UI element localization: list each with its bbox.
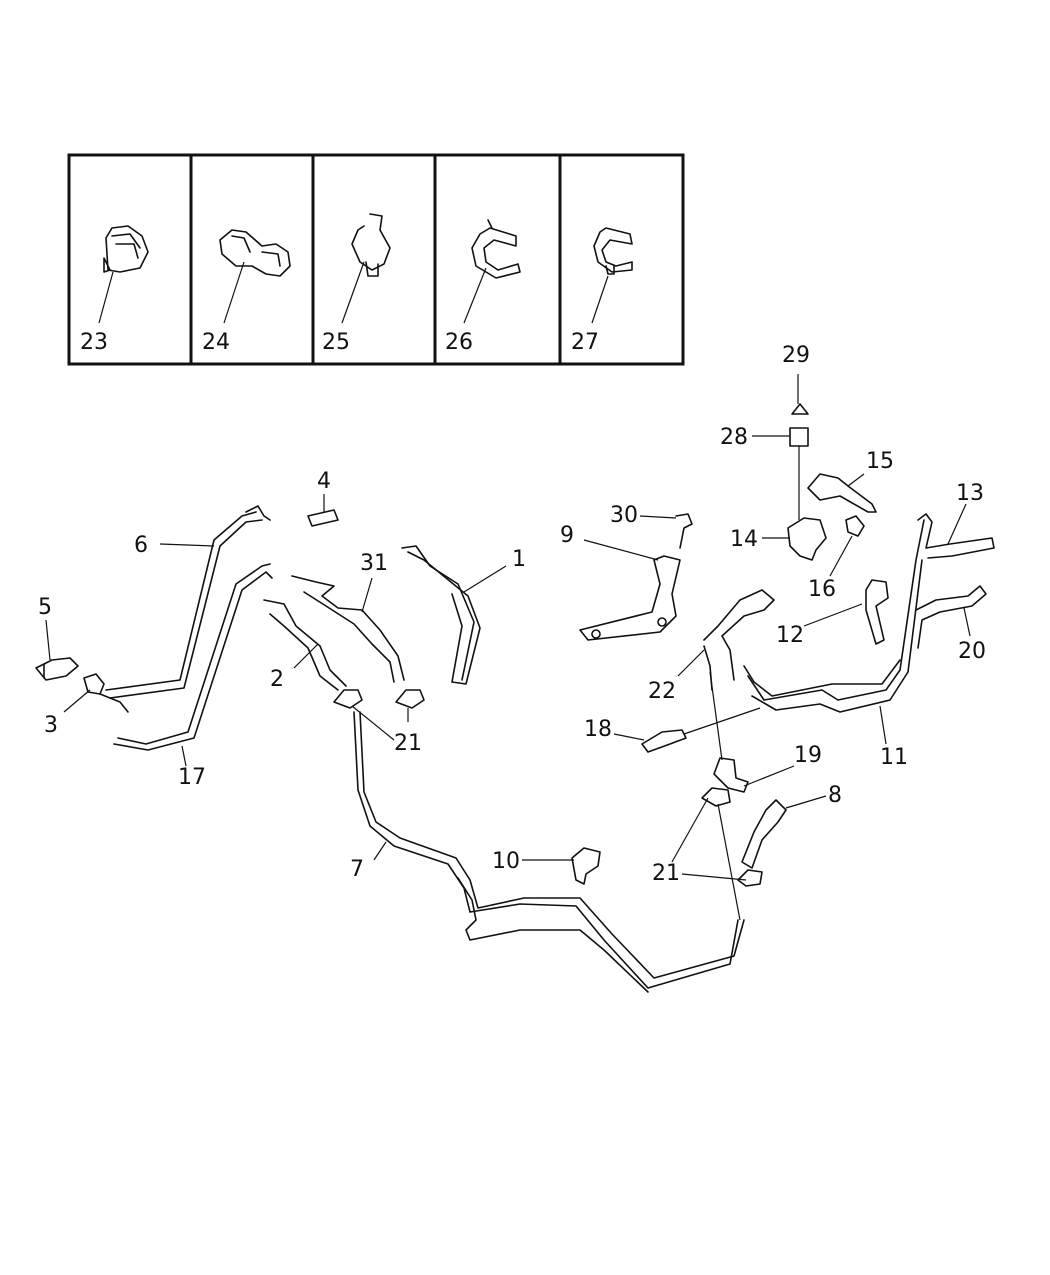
part-29-28-14-assembly xyxy=(787,403,827,561)
part-6-lines xyxy=(105,505,271,699)
part-1-hose xyxy=(401,545,481,685)
part-4-cap xyxy=(307,509,339,527)
part-3-fitting xyxy=(83,673,129,713)
part-30-bolt xyxy=(675,513,693,549)
part-11-lines xyxy=(743,519,925,713)
part-12-hose xyxy=(865,579,889,645)
label-25: 25 xyxy=(322,330,350,355)
callout-21-lower: 21 xyxy=(652,861,680,886)
part-20-hose xyxy=(915,585,987,649)
callout-22: 22 xyxy=(648,679,676,704)
part-19-hose xyxy=(709,671,749,793)
callout-10: 10 xyxy=(492,849,520,874)
clip-27-drawing xyxy=(591,227,633,324)
callout-leaders xyxy=(45,374,971,881)
label-24: 24 xyxy=(202,330,230,355)
part-2-hose xyxy=(263,599,347,691)
part-5-valve xyxy=(35,657,79,681)
callout-7: 7 xyxy=(350,857,364,882)
callout-17: 17 xyxy=(178,765,206,790)
callout-31: 31 xyxy=(360,551,388,576)
callout-6: 6 xyxy=(134,533,148,558)
part-21-clip-lower xyxy=(701,787,763,921)
callout-15: 15 xyxy=(866,449,894,474)
callout-29: 29 xyxy=(782,343,810,368)
callout-30: 30 xyxy=(610,503,638,528)
part-13-hose xyxy=(917,513,995,559)
part-16-grommet xyxy=(845,515,865,537)
part-8-hose xyxy=(741,799,787,869)
clip-24-drawing xyxy=(219,229,291,324)
callout-11: 11 xyxy=(880,745,908,770)
callout-8: 8 xyxy=(828,783,842,808)
callout-16: 16 xyxy=(808,577,836,602)
callout-3: 3 xyxy=(44,713,58,738)
part-15-sensor xyxy=(807,473,877,513)
callout-20: 20 xyxy=(958,639,986,664)
callout-19: 19 xyxy=(794,743,822,768)
callout-labels: 1 2 3 4 5 6 7 8 9 10 11 12 13 14 15 16 1… xyxy=(38,343,986,886)
label-23: 23 xyxy=(80,330,108,355)
clip-23-drawing xyxy=(98,225,149,324)
part-18-hose xyxy=(641,707,761,753)
callout-9: 9 xyxy=(560,523,574,548)
callout-18: 18 xyxy=(584,717,612,742)
callout-21-upper: 21 xyxy=(394,731,422,756)
callout-28: 28 xyxy=(720,425,748,450)
callout-12: 12 xyxy=(776,623,804,648)
label-26: 26 xyxy=(445,330,473,355)
part-9-bracket xyxy=(579,555,681,641)
callout-2: 2 xyxy=(270,667,284,692)
part-21-clip-upper xyxy=(333,689,425,709)
part-10-clip xyxy=(571,847,601,885)
callout-4: 4 xyxy=(317,469,331,494)
part-7-lines xyxy=(353,711,745,993)
part-31-hose xyxy=(291,575,405,683)
clip-25-drawing xyxy=(341,213,391,324)
callout-14: 14 xyxy=(730,527,758,552)
part-17-lines xyxy=(113,563,273,751)
callout-1: 1 xyxy=(512,547,526,572)
callout-13: 13 xyxy=(956,481,984,506)
callout-5: 5 xyxy=(38,595,52,620)
part-22-hose xyxy=(703,589,775,691)
clip-inset-panel: 23 24 25 26 27 xyxy=(67,153,685,366)
clip-26-drawing xyxy=(463,219,521,324)
label-27: 27 xyxy=(571,330,599,355)
